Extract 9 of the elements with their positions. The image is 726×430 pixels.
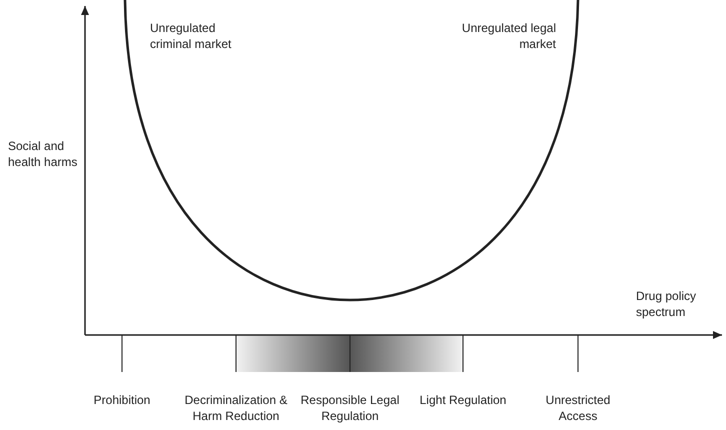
curve-label: Unregulated legal market <box>460 20 556 52</box>
axis-label: Social and health harms <box>8 138 78 170</box>
axis-label: Drug policy spectrum <box>636 288 698 320</box>
spectrum-label: Responsible Legal Regulation <box>300 392 400 424</box>
spectrum-label: Decriminalization & Harm Reduction <box>184 392 288 424</box>
spectrum-label: Unrestricted Access <box>544 392 612 424</box>
spectrum-label: Light Regulation <box>418 392 508 408</box>
curve-label: Unregulated criminal market <box>150 20 232 52</box>
spectrum-label: Prohibition <box>92 392 152 408</box>
